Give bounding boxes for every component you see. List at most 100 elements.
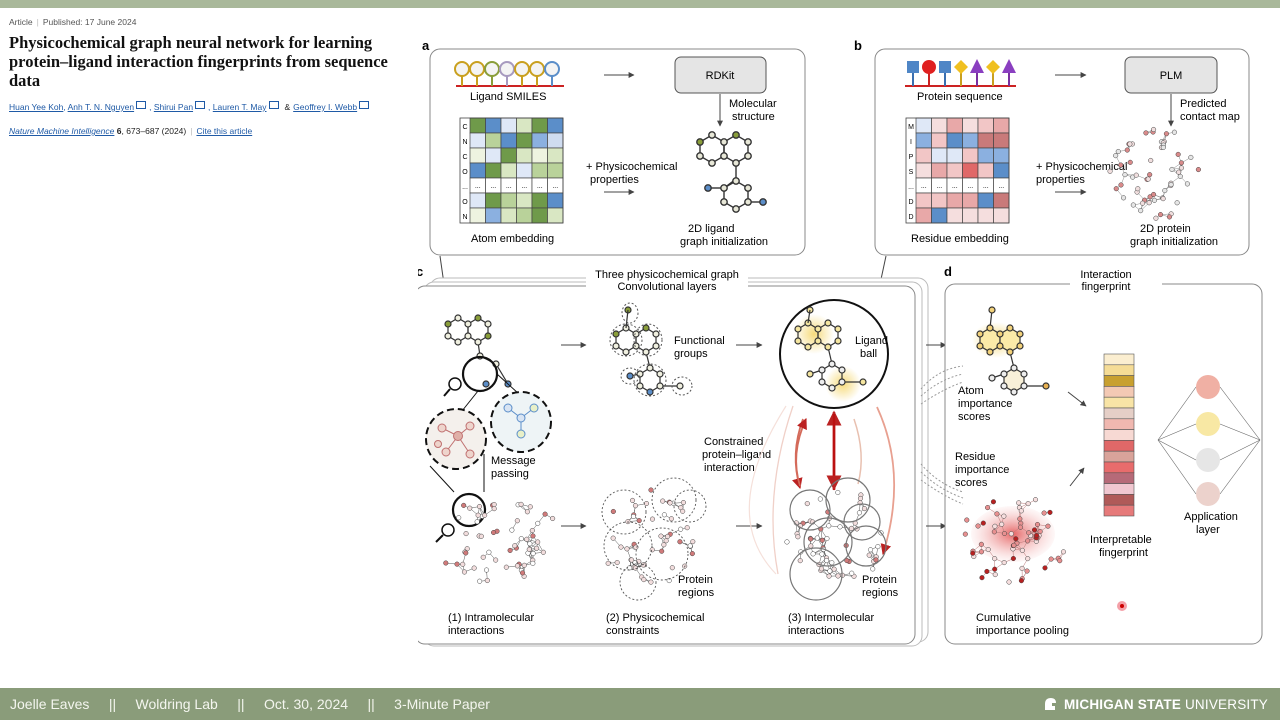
- ligand-smiles-label: Ligand SMILES: [470, 91, 546, 103]
- physchem-b-2: properties: [1036, 174, 1085, 186]
- ligand-small-graph: [444, 314, 512, 388]
- spartan-helmet-icon: [1044, 698, 1056, 710]
- ligand-ball-graph: [794, 306, 867, 402]
- fingerprint-cell: [1103, 396, 1135, 409]
- author-link[interactable]: Anh T. N. Nguyen: [67, 102, 135, 112]
- matrix-row-label: O: [462, 169, 468, 176]
- interpretable-1: Interpretable: [1090, 534, 1152, 546]
- ligand-ball-2: ball: [860, 348, 877, 360]
- matrix-row-label: M: [908, 124, 914, 131]
- fingerprint-cell: [1103, 386, 1135, 398]
- article-type: Article: [9, 17, 33, 27]
- panel-b-box: [874, 48, 1250, 256]
- article-meta: Article|Published: 17 June 2024: [9, 17, 137, 27]
- physchem-a-1: + Physicochemical: [586, 161, 677, 173]
- atom-scores-3: scores: [958, 411, 991, 423]
- magnifier-icon: [448, 377, 462, 391]
- plm-label: PLM: [1160, 70, 1183, 82]
- matrix-row-label: N: [462, 214, 467, 221]
- plm-box: [1124, 56, 1218, 94]
- magnifier-icon: [441, 523, 455, 537]
- author-list: Huan Yee Koh, Anh T. N. Nguyen, Shirui P…: [9, 101, 372, 112]
- journal-pages: , 673–687 (2024): [121, 126, 187, 136]
- contact-map-label-2: contact map: [1180, 111, 1240, 123]
- panel-c-header-1: Three physicochemical graph: [595, 269, 739, 281]
- svg-text:...: ...: [475, 183, 481, 190]
- author-link[interactable]: Shirui Pan: [153, 102, 194, 112]
- panel-d-letter: d: [944, 264, 952, 279]
- protein-sequence-label: Protein sequence: [917, 91, 1003, 103]
- fingerprint-cell: [1103, 375, 1135, 387]
- step3-label-2: interactions: [788, 625, 845, 637]
- svg-text:...: ...: [490, 183, 496, 190]
- svg-text:...: ...: [552, 183, 558, 190]
- svg-text:...: ...: [936, 183, 942, 190]
- atom-importance-graph: [972, 306, 1050, 396]
- and-symbol: &: [284, 102, 291, 112]
- fingerprint-cell: [1103, 429, 1135, 441]
- panel-c-letter: c: [418, 264, 423, 279]
- protein-graph-init-2: graph initialization: [1130, 236, 1218, 248]
- interpretable-2: fingerprint: [1099, 547, 1148, 559]
- matrix-row-label: N: [462, 139, 467, 146]
- message-passing-2: passing: [491, 468, 529, 480]
- ligand-ball-1: Ligand: [855, 335, 888, 347]
- author-link[interactable]: Geoffrey I. Webb: [293, 102, 358, 112]
- email-icon[interactable]: [268, 101, 279, 109]
- matrix-row-label: ...: [462, 184, 468, 191]
- application-1: Application: [1184, 511, 1238, 523]
- published-date: Published: 17 June 2024: [42, 17, 137, 27]
- fingerprint-cell: [1103, 494, 1135, 506]
- matrix-row-label: P: [909, 154, 914, 161]
- panel-b-letter: b: [854, 38, 862, 53]
- matrix-row-label: D: [908, 214, 913, 221]
- fingerprint-cell: [1103, 418, 1135, 430]
- protein-regions-step3: [784, 477, 887, 601]
- message-passing-1: Message: [491, 455, 536, 467]
- step2-label-1: (2) Physicochemical: [606, 612, 704, 624]
- email-icon[interactable]: [136, 101, 147, 109]
- author-link[interactable]: Lauren T. May: [212, 102, 267, 112]
- svg-text:...: ...: [921, 183, 927, 190]
- journal-line: Nature Machine Intelligence 6, 673–687 (…: [9, 126, 253, 136]
- rdkit-label: RDKit: [706, 70, 735, 82]
- constrained-3: interaction: [704, 462, 755, 474]
- matrix-row-label: C: [462, 154, 467, 161]
- journal-link[interactable]: Nature Machine Intelligence: [9, 126, 115, 136]
- rdkit-box: [674, 56, 767, 94]
- protein-graph-init-1: 2D protein: [1140, 223, 1191, 235]
- fingerprint-cell: [1103, 504, 1135, 517]
- matrix-row-label: O: [462, 199, 468, 206]
- mol-structure-label-2: structure: [732, 111, 775, 123]
- application-layer-network: [1157, 375, 1261, 506]
- protein-2d-graph: [1107, 126, 1201, 221]
- atom-scores-1: Atom: [958, 385, 984, 397]
- panel-d-header-1: Interaction: [1080, 269, 1131, 281]
- functional-groups-2: groups: [674, 348, 708, 360]
- fingerprint-cell: [1103, 353, 1135, 366]
- svg-text:...: ...: [506, 183, 512, 190]
- residue-scores-2: importance: [955, 464, 1009, 476]
- panel-a-letter: a: [422, 38, 430, 53]
- protein-regions-3-1: Protein: [862, 574, 897, 586]
- interpretable-fingerprint-bar: [1103, 353, 1135, 517]
- panel-d-header-2: fingerprint: [1082, 281, 1131, 293]
- fingerprint-cell: [1103, 364, 1135, 376]
- author-link[interactable]: Huan Yee Koh: [9, 102, 64, 112]
- svg-text:...: ...: [537, 183, 543, 190]
- ligand-graph-init-2: graph initialization: [680, 236, 768, 248]
- step1-label-2: interactions: [448, 625, 505, 637]
- step1-label-1: (1) Intramolecular: [448, 612, 535, 624]
- pooling-1: Cumulative: [976, 612, 1031, 624]
- svg-text:...: ...: [983, 183, 989, 190]
- ligand-graph-init-1: 2D ligand: [688, 223, 734, 235]
- residue-heatmap-graph: [962, 497, 1067, 585]
- email-icon[interactable]: [359, 101, 370, 109]
- email-icon[interactable]: [195, 101, 206, 109]
- matrix-row-label: C: [462, 124, 467, 131]
- step2-label-2: constraints: [606, 625, 660, 637]
- matrix-row-label: I: [910, 139, 912, 146]
- cite-link[interactable]: Cite this article: [196, 126, 253, 136]
- matrix-row-label: S: [909, 169, 914, 176]
